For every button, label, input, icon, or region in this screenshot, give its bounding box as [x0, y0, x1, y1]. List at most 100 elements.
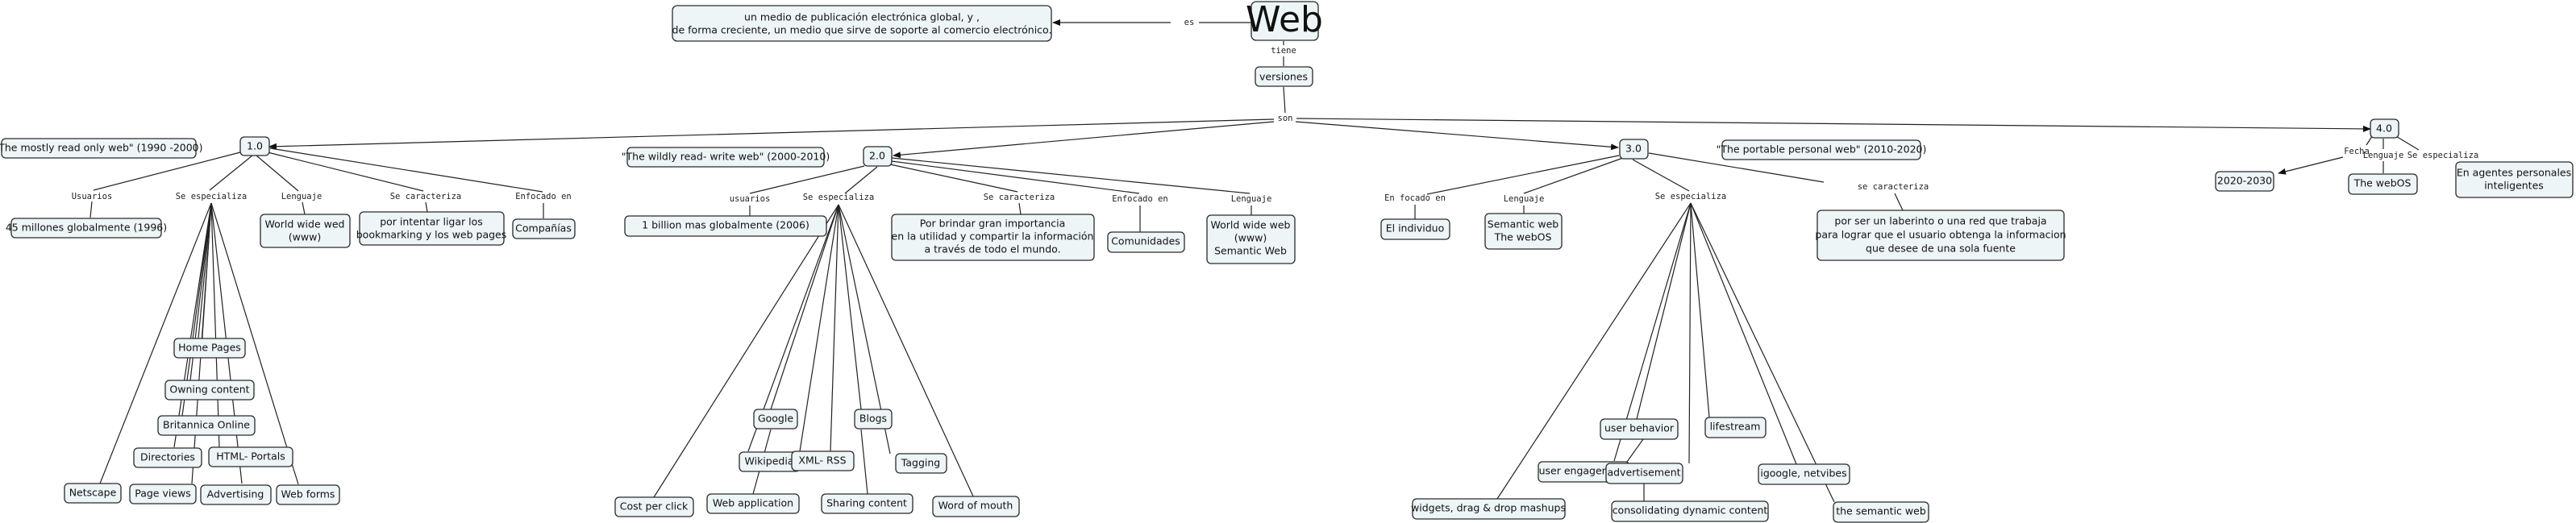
link-enfocado-v2: Enfocado en [1112, 194, 1168, 204]
node-v4-lenguaje[interactable]: The webOS [2348, 173, 2418, 195]
node-v2-users[interactable]: 1 billion mas globalmente (2006) [624, 215, 827, 237]
svg-text:Web forms: Web forms [281, 488, 335, 500]
svg-text:El individuo: El individuo [1386, 222, 1445, 235]
node-v2-cost-per-click[interactable]: Cost per click [614, 496, 694, 517]
svg-text:Google: Google [758, 413, 793, 425]
node-v1[interactable]: 1.0 [239, 136, 270, 156]
node-v1-britannica[interactable]: Britannica Online [157, 415, 256, 436]
node-v3-lifestream[interactable]: lifestream [1704, 417, 1767, 438]
node-v1-enfocado[interactable]: Compañías [512, 218, 576, 239]
node-v1-netscape[interactable]: Netscape [64, 483, 122, 504]
link-se-especializa-v1: Se especializa [176, 192, 248, 201]
node-v2-google[interactable]: Google [753, 409, 798, 430]
node-v2-name[interactable]: "The wildly read- write web" (2000-2010) [622, 147, 830, 168]
svg-text:4.0: 4.0 [2376, 122, 2392, 135]
node-definition[interactable]: un medio de publicación electrónica glob… [672, 5, 1052, 42]
node-v2-word-of-mouth[interactable]: Word of mouth [932, 496, 1020, 517]
svg-text:HTML- Portals: HTML- Portals [216, 450, 285, 463]
svg-text:lifestream: lifestream [1710, 421, 1761, 433]
node-v2-lenguaje[interactable]: World wide web (www) Semantic Web [1206, 214, 1296, 264]
node-v1-caracteriza[interactable]: por intentar ligar los bookmarking y los… [356, 211, 507, 246]
svg-text:un medio de publicación electr: un medio de publicación electrónica glob… [744, 11, 980, 23]
svg-text:de forma creciente, un medio q: de forma creciente, un medio que sirve d… [672, 24, 1052, 36]
node-v4[interactable]: 4.0 [2370, 118, 2399, 139]
node-v1-owning-content[interactable]: Owning content [164, 380, 255, 401]
node-v2-enfocado[interactable]: Comunidades [1107, 231, 1185, 253]
node-v3-lenguaje[interactable]: Semantic web The webOS [1484, 213, 1563, 250]
svg-text:XML- RSS: XML- RSS [798, 455, 846, 467]
svg-text:igoogle, netvibes: igoogle, netvibes [1760, 467, 1846, 479]
svg-text:Wikipedia: Wikipedia [745, 455, 794, 467]
node-v3-enfocado[interactable]: El individuo [1380, 218, 1450, 240]
svg-text:Comunidades: Comunidades [1111, 235, 1180, 247]
svg-text:2.0: 2.0 [869, 150, 885, 162]
svg-text:que desee de una sola fuente: que desee de una sola fuente [1866, 243, 2016, 255]
node-v2-web-application[interactable]: Web application [706, 493, 800, 514]
node-v3-caracteriza[interactable]: por ser un laberinto o una red que traba… [1815, 210, 2066, 261]
svg-text:Word of mouth: Word of mouth [938, 500, 1013, 512]
svg-text:inteligentes: inteligentes [2484, 180, 2544, 192]
svg-text:Web application: Web application [713, 497, 793, 509]
node-v3-semantic-web[interactable]: the semantic web [1833, 501, 1929, 523]
svg-text:Home Pages: Home Pages [178, 342, 241, 354]
node-v4-fecha[interactable]: 2020-2030 [2215, 171, 2274, 192]
link-se-especializa-v4: Se especializa [2407, 151, 2479, 160]
link-lenguaje-v3: Lenguaje [1504, 194, 1545, 204]
svg-text:"The wildly read- write web" (: "The wildly read- write web" (2000-2010) [622, 151, 830, 163]
link-lenguaje-v1: Lenguaje [281, 192, 323, 201]
node-v3-advertisement[interactable]: advertisement [1605, 463, 1683, 484]
link-lenguaje-v4: Lenguaje [2363, 151, 2404, 160]
link-se-especializa-v2: Se especializa [803, 193, 875, 202]
link-se-especializa-v3: Se especializa [1655, 192, 1727, 201]
node-v1-home-pages[interactable]: Home Pages [173, 338, 246, 359]
svg-text:the semantic web: the semantic web [1836, 505, 1926, 517]
svg-text:Cost per click: Cost per click [620, 500, 689, 513]
node-v2-tagging[interactable]: Tagging [895, 453, 947, 474]
svg-text:bookmarking y los web pages: bookmarking y los web pages [356, 229, 507, 241]
svg-text:widgets, drag & drop mashups: widgets, drag & drop mashups [1411, 502, 1566, 514]
svg-text:Advertising: Advertising [207, 488, 264, 500]
node-v2-sharing-content[interactable]: Sharing content [821, 493, 913, 514]
node-v2-xml-rss[interactable]: XML- RSS [791, 450, 855, 471]
link-tiene: tiene [1271, 46, 1296, 56]
link-lenguaje-v2: Lenguaje [1231, 194, 1272, 204]
node-v3-igoogle[interactable]: igoogle, netvibes [1758, 463, 1850, 485]
svg-text:2020-2030: 2020-2030 [2217, 175, 2272, 187]
node-v3-consolidating[interactable]: consolidating dynamic content [1611, 500, 1769, 522]
svg-text:"The mostly read only web" (19: "The mostly read only web" (1990 -2000) [0, 142, 203, 154]
svg-text:The webOS: The webOS [2353, 177, 2412, 189]
node-v2-wikipedia[interactable]: Wikipedia [739, 451, 801, 472]
node-versiones[interactable]: versiones [1255, 66, 1313, 87]
svg-text:(www): (www) [1234, 232, 1267, 244]
node-v1-users[interactable]: 45 millones globalmente (1996) [6, 218, 167, 239]
node-v3-name[interactable]: "The portable personal web" (2010-2020) [1717, 139, 1927, 160]
link-enfocado-v1: Enfocado en [515, 192, 572, 201]
svg-text:consolidating dynamic content: consolidating dynamic content [1613, 504, 1768, 517]
node-v1-directories[interactable]: Directories [133, 447, 202, 468]
svg-text:Owning content: Owning content [169, 384, 249, 396]
svg-text:Web: Web [1246, 0, 1323, 40]
node-v2-caracteriza[interactable]: Por brindar gran importancia en la utili… [891, 214, 1095, 261]
svg-text:Sharing content: Sharing content [826, 497, 907, 509]
svg-text:Britannica Online: Britannica Online [163, 419, 250, 431]
node-v1-web-forms[interactable]: Web forms [276, 484, 340, 505]
node-v4-especializa[interactable]: En agentes personales inteligentes [2455, 161, 2574, 198]
node-v1-lenguaje[interactable]: World wide wed (www) [260, 214, 351, 248]
svg-text:The webOS: The webOS [1494, 231, 1552, 243]
node-web[interactable]: Web [1246, 0, 1323, 41]
svg-text:World wide web: World wide web [1211, 219, 1291, 231]
node-v1-page-views[interactable]: Page views [129, 484, 197, 504]
node-v1-name[interactable]: "The mostly read only web" (1990 -2000) [0, 138, 203, 159]
node-v3-widgets[interactable]: widgets, drag & drop mashups [1411, 498, 1566, 520]
node-v3-user-behavior[interactable]: user behavior [1600, 418, 1679, 440]
svg-text:(www): (www) [289, 231, 321, 243]
svg-text:Por brindar gran importancia: Por brindar gran importancia [920, 218, 1066, 230]
node-v2[interactable]: 2.0 [863, 146, 893, 167]
node-v2-blogs[interactable]: Blogs [854, 409, 893, 430]
svg-text:por intentar ligar los: por intentar ligar los [380, 216, 483, 228]
node-v1-html-portals[interactable]: HTML- Portals [208, 446, 293, 467]
node-v3[interactable]: 3.0 [1619, 139, 1649, 160]
svg-text:por ser un laberinto o una red: por ser un laberinto o una red que traba… [1834, 215, 2046, 227]
node-v1-advertising[interactable]: Advertising [200, 484, 272, 505]
